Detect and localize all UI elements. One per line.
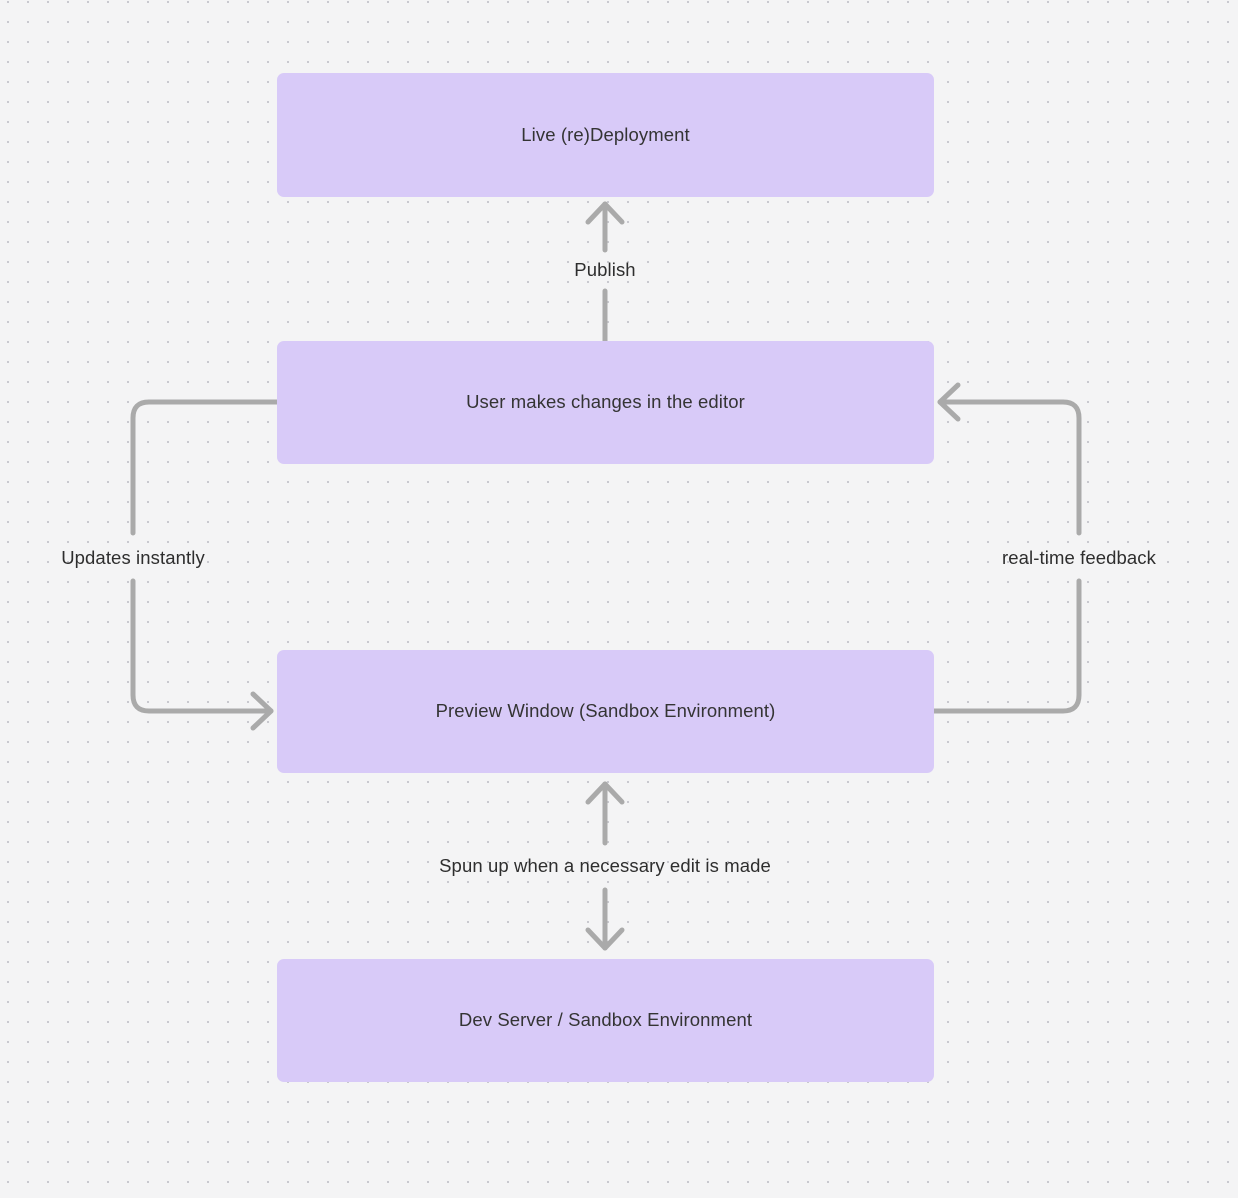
edge-label-real-time-feedback: real-time feedback [1002, 547, 1156, 568]
edge-real-time-feedback-lower-segment [931, 578, 1082, 714]
node-dev-server-label: Dev Server / Sandbox Environment [458, 1009, 753, 1031]
node-live-deployment[interactable]: Live (re)Deployment [277, 73, 934, 197]
edge-updates-instantly-lower-segment [130, 578, 274, 714]
edge-label-spun-up: Spun up when a necessary edit is made [439, 855, 771, 876]
node-user-edits-label: User makes changes in the editor [466, 391, 745, 413]
edge-real-time-feedback [931, 382, 1082, 714]
node-preview-window[interactable]: Preview Window (Sandbox Environment) [277, 650, 934, 773]
edge-updates-instantly-upper-segment [130, 399, 280, 536]
edge-spun-up-arrowhead-down [585, 927, 625, 951]
node-dev-server[interactable]: Dev Server / Sandbox Environment [277, 959, 934, 1082]
edge-label-updates-instantly: Updates instantly [61, 547, 205, 568]
edge-spun-up [585, 781, 625, 951]
node-preview-window-label: Preview Window (Sandbox Environment) [435, 700, 776, 722]
node-live-deployment-label: Live (re)Deployment [521, 123, 690, 145]
edge-publish [585, 201, 625, 344]
edge-spun-up-arrowhead-up [585, 781, 625, 805]
edge-real-time-feedback-arrowhead [937, 382, 961, 422]
edge-label-publish: Publish [574, 259, 636, 280]
edge-updates-instantly-arrowhead [250, 691, 274, 731]
edge-updates-instantly [130, 399, 280, 731]
edge-publish-arrowhead [585, 201, 625, 225]
edge-real-time-feedback-upper-segment [937, 399, 1082, 536]
node-user-edits[interactable]: User makes changes in the editor [277, 341, 934, 464]
